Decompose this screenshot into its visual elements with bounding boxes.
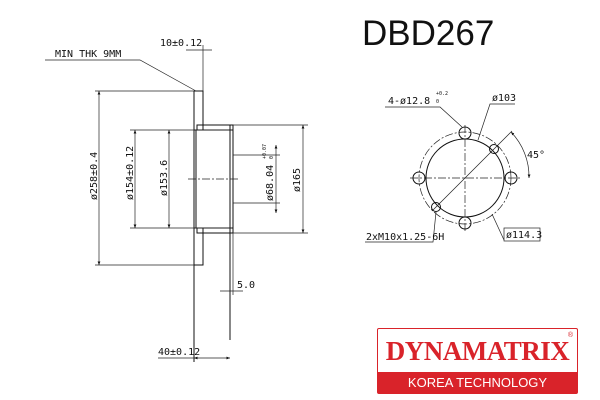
offset-label: 5.0: [237, 280, 255, 291]
inner-pcd-label: ø103: [492, 93, 516, 104]
logo-name: DYNAMATRIX: [385, 336, 570, 366]
bolt-holes-tolerance: +0.2: [436, 91, 448, 97]
registered-mark: ®: [567, 332, 573, 339]
bolt-holes-tolerance-low: 0: [436, 99, 439, 105]
bolt-hole: [458, 216, 472, 230]
min-thickness-label: MIN THK 9MM: [55, 49, 121, 60]
bolt-pattern-view: [365, 103, 541, 243]
dynamatrix-logo: DYNAMATRIX ® KOREA TECHNOLOGY: [377, 328, 578, 394]
inner-diameter-label: ø153.6: [159, 160, 170, 196]
angle-label: 45°: [527, 150, 545, 161]
bore-diameter-label: ø154±0.12: [125, 146, 136, 200]
disc-cross-section: [45, 45, 308, 362]
thickness-label: 10±0.12: [160, 38, 202, 49]
center-bore-tolerance: +0.07: [262, 144, 268, 159]
bolt-holes-label: 4-ø12.8: [388, 96, 430, 107]
outer-diameter-label: ø258±0.4: [89, 152, 100, 200]
hat-diameter-label: ø165: [292, 168, 303, 192]
threaded-hole: [489, 144, 499, 154]
threads-label: 2xM10x1.25-6H: [366, 232, 444, 243]
height-label: 40±0.12: [158, 347, 200, 358]
bolt-hole: [458, 126, 472, 140]
threaded-hole: [431, 202, 441, 212]
part-number-title: DBD267: [362, 14, 495, 53]
pcd-label: ø114.3: [506, 230, 542, 241]
center-bore-tolerance-low: 0: [269, 156, 275, 159]
logo-tagline: KOREA TECHNOLOGY: [378, 372, 577, 393]
bolt-hole: [412, 171, 426, 185]
center-bore-label: ø68.04: [265, 165, 276, 201]
